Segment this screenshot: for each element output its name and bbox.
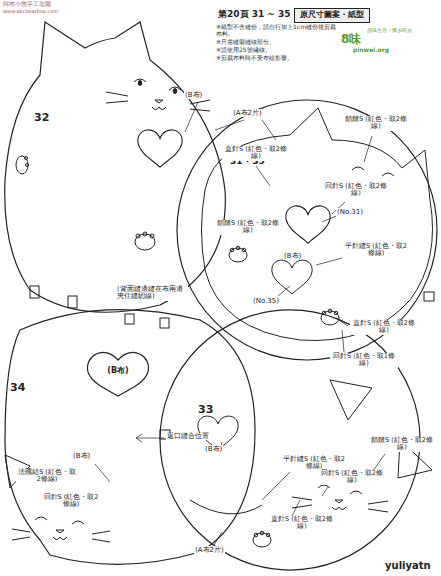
fabric-label: (B布) [184,91,203,99]
note-text: (背面縫邊縫在布兩邊夾住縫紉線) [116,286,188,301]
pattern-piece: 32 [2,16,234,322]
stitch-label: 直針S (紅色・取2條線) [222,146,290,161]
logo-text: 8味 [340,33,362,47]
paw [135,232,155,250]
fabric-label: (B布) [72,452,91,460]
fabric-label: (A布2片) [194,546,225,554]
stitch-label: 平針縫S (紅色・取2條線) [342,243,410,258]
paw [321,309,339,325]
fabric-label: (A布2片) [232,109,263,117]
paw [16,156,29,174]
heading-box: 原尺寸圖案・紙型 [294,8,370,23]
heart-applique [272,260,312,294]
heart-applique [286,206,330,243]
page-title: 第20頁 31 ~ 35 [218,8,291,21]
leader-line [95,102,385,545]
stitch-label: 直針S (紅色・取2條線) [350,320,418,335]
stitch-label: 直針S (紅色・取2條線) [268,516,336,531]
stitch-label: 回針S (紅色・取1條線) [330,353,398,368]
pattern-piece: 34 (B布) [3,295,259,575]
watermark: 阿布小熊手工皂園 [2,1,52,8]
heart-piece: (B布) [86,346,150,398]
stitch-label: 平針縫S (紅色・取2條線) [280,456,348,471]
logo-text: pinwei.org [352,47,390,54]
signature: yuliyatn [384,560,432,572]
part-number: (B布) [107,367,128,376]
watermark: www.abcbearbox.com [2,9,59,15]
stitch-label: 回針S (紅色・取2條線) [318,470,386,485]
opening-label: 返口縫合位置 [166,433,210,440]
stitch-label: 回針S (紅色・取2條線) [40,494,102,509]
paw [229,246,247,262]
heading-text: 原尺寸圖案・紙型 [300,11,364,20]
piece-outline [3,295,259,575]
stitch-label: 回針S (紅色・取2條線) [322,183,390,198]
cat-face [12,517,110,542]
paw [253,531,271,547]
logo-tagline: 品味生活・慢步時光 [366,28,438,34]
stitch-label: 鎖鏈S (紅色・取2條線) [368,437,436,452]
cat-face [292,485,388,512]
cat-ear [330,380,372,420]
piece-outline [2,16,234,322]
note-text: ※紙型不含縫份，請自行加上1cm縫份後剪裁布料。 [215,24,339,38]
seam-tab [30,286,434,439]
note-text: ※剪裁布料時不受布紋影響。 [215,55,339,62]
heart-applique [138,130,182,167]
note-text: ※只需縫製縫線部分。 [215,39,339,46]
fabric-label: (B布) [283,252,302,260]
cat-outline [202,108,433,341]
stitch-label: 法國結S (紅色・取2條線) [16,469,78,484]
stitch-label: 鎖鏈S (紅色・取2條線) [214,220,282,235]
fabric-label: (B布) [204,445,223,453]
note-text: ※請使用25號繡線。 [215,47,339,54]
part-number: 33 [198,404,213,416]
variant-label: (No.35) [252,297,280,305]
part-number: 34 [10,382,25,394]
part-number: 32 [34,112,49,124]
stitch-label: 鎖鏈S (紅色・取2條線) [342,116,410,131]
variant-label: (No.31) [336,208,364,216]
cat-tail [190,500,262,514]
